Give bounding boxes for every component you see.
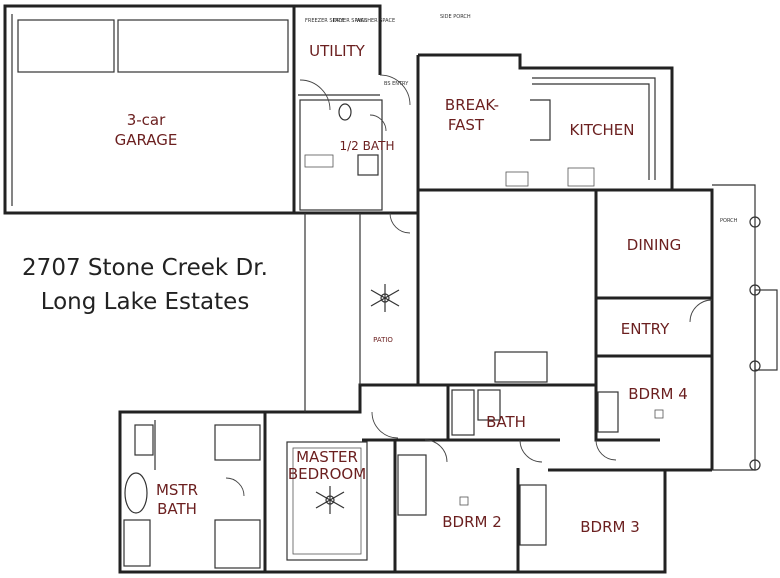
address-block: 2707 Stone Creek Dr. Long Lake Estates xyxy=(22,255,268,315)
interior-walls xyxy=(154,188,712,572)
room-entry: ENTRY xyxy=(621,320,670,338)
small-labels: SIDE PORCH PORCH BS ENTRY FREEZER SPACE … xyxy=(305,14,738,224)
room-labels: UTILITY 3-car GARAGE 1/2 BATH BREAK- FAS… xyxy=(115,42,688,536)
room-breakfast-line2: FAST xyxy=(448,116,485,134)
master-closet xyxy=(214,424,261,461)
utility-walls xyxy=(294,4,382,75)
master-toilet xyxy=(134,424,154,456)
porch-outline xyxy=(712,184,756,471)
patio-fan-icon xyxy=(370,284,400,312)
bath-tub xyxy=(451,389,475,436)
front-wall xyxy=(672,188,714,470)
bdrm3-closet xyxy=(519,484,547,546)
bdrm2-door xyxy=(424,439,448,463)
porch-column-3 xyxy=(749,360,761,372)
patio-door xyxy=(389,212,411,234)
master-door xyxy=(371,411,399,439)
room-bdrm2: BDRM 2 xyxy=(442,513,502,531)
dryer-space-label: DRYER SPACE xyxy=(333,18,367,24)
utility-door xyxy=(379,74,411,106)
freezer-space xyxy=(304,154,334,168)
bdrm2-light xyxy=(459,496,469,506)
washer-space-label: WASHER SPACE xyxy=(356,18,395,24)
room-master-line2: BEDROOM xyxy=(288,465,366,483)
fixtures xyxy=(123,77,664,567)
master-closet-2 xyxy=(214,519,261,569)
room-mstr-bath-line1: MSTR xyxy=(156,481,198,499)
kitchen-island xyxy=(530,99,551,141)
bdrm4-light xyxy=(654,409,664,419)
room-garage-line2: GARAGE xyxy=(115,131,178,149)
kitchen-appliance xyxy=(505,171,529,187)
master-shower xyxy=(123,519,151,567)
room-bath: BATH xyxy=(486,413,526,431)
bath-toilet xyxy=(477,389,501,421)
half-bath-toilet xyxy=(338,103,352,121)
porch-column-1 xyxy=(749,216,761,228)
room-bdrm3: BDRM 3 xyxy=(580,518,640,536)
doors xyxy=(225,74,713,497)
kitchen-exterior-wall xyxy=(418,53,674,190)
garage-utility-door xyxy=(299,79,331,111)
exterior-walls xyxy=(3,4,778,574)
entry-door xyxy=(689,299,713,323)
room-patio: PATIO xyxy=(373,336,393,344)
half-bath-walls xyxy=(299,99,383,211)
address-line1: 2707 Stone Creek Dr. xyxy=(22,255,268,281)
freezer-space-label: FREEZER SPACE xyxy=(305,18,345,24)
room-utility: UTILITY xyxy=(309,42,366,60)
garage-walls xyxy=(3,4,296,215)
master-tray-ceiling xyxy=(286,441,368,561)
master-tray-inner xyxy=(292,447,362,555)
porch-column-4 xyxy=(749,459,761,471)
porch-step xyxy=(754,289,778,371)
address-line2: Long Lake Estates xyxy=(41,289,250,315)
room-mstr-bath-line2: BATH xyxy=(157,500,197,518)
bdrm2-closet xyxy=(397,454,427,516)
room-bdrm4: BDRM 4 xyxy=(628,385,688,403)
room-master-line1: MASTER xyxy=(296,448,358,466)
room-breakfast-line1: BREAK- xyxy=(445,96,499,114)
room-half-bath: 1/2 BATH xyxy=(340,139,395,153)
room-dining: DINING xyxy=(627,236,681,254)
half-bath-sink xyxy=(357,154,379,176)
garage-door-right xyxy=(117,19,289,73)
kitchen-counter-edge xyxy=(532,83,650,180)
kitchen-oven xyxy=(567,167,595,187)
bath-vanity xyxy=(494,351,548,383)
bs-entry-label: BS ENTRY xyxy=(384,81,409,87)
side-porch-label: SIDE PORCH xyxy=(440,14,471,20)
master-fan-icon xyxy=(315,486,345,514)
half-bath-door xyxy=(369,114,387,132)
kitchen-counter xyxy=(532,77,656,180)
bdrm4-door xyxy=(595,439,617,461)
porch-column-2 xyxy=(749,284,761,296)
room-kitchen: KITCHEN xyxy=(570,121,635,139)
bdrm4-closet xyxy=(597,391,619,433)
bedroom-wing-exterior xyxy=(118,383,712,574)
master-tub xyxy=(124,472,148,514)
garage-door-left xyxy=(17,19,115,73)
porch-label: PORCH xyxy=(720,218,738,224)
bdrm3-door xyxy=(519,439,543,463)
master-bath-door xyxy=(225,477,245,497)
room-garage-line1: 3-car xyxy=(127,111,166,129)
